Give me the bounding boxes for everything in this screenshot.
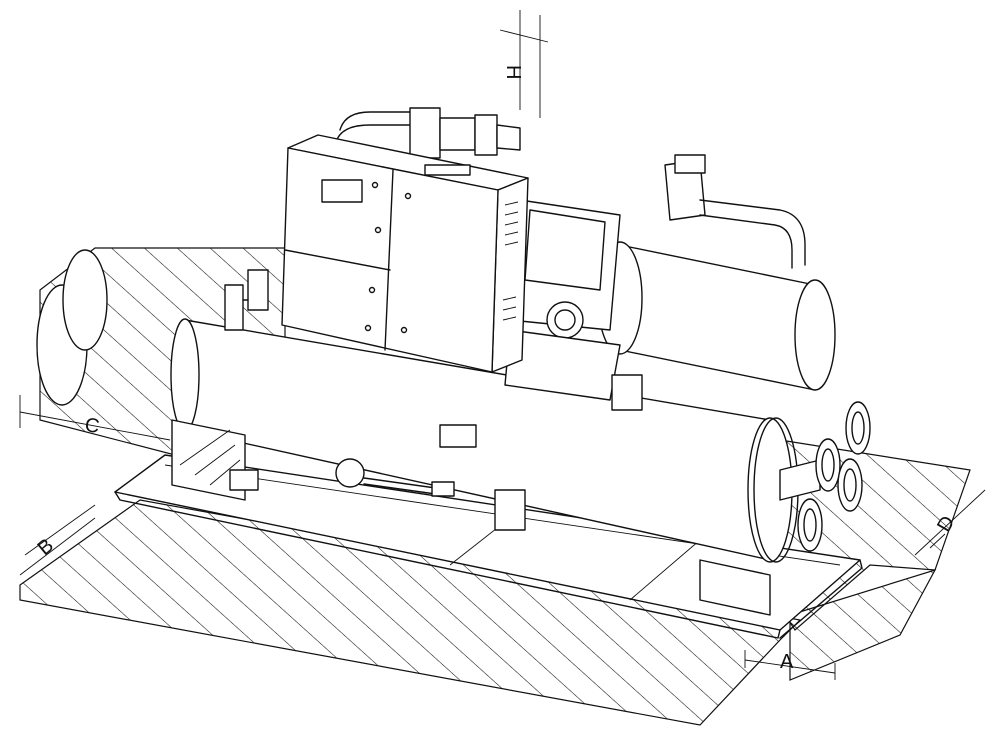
discharge-pipe [664, 154, 806, 269]
condenser-shell [597, 241, 836, 391]
support-right [699, 559, 771, 616]
sight-glass [335, 458, 365, 488]
support-left [171, 419, 246, 501]
control-display [321, 179, 363, 203]
dimension-label-c: C [83, 414, 100, 438]
clearance-zone-front [19, 499, 802, 726]
dimension-label-b: B [34, 534, 58, 559]
dimension-h: H [499, 10, 549, 118]
suction-pipe [334, 107, 521, 159]
evaporator-shell [170, 318, 799, 616]
dimension-a: A [744, 650, 836, 680]
water-nozzles [779, 401, 871, 552]
dimension-label-a: A [780, 651, 794, 673]
dimension-c: C [19, 395, 171, 441]
dimension-label-h: H [502, 65, 524, 79]
control-cabinet [281, 134, 529, 373]
nameplate [439, 424, 477, 448]
valve-cluster-left [224, 269, 269, 331]
base-frame [114, 454, 863, 639]
